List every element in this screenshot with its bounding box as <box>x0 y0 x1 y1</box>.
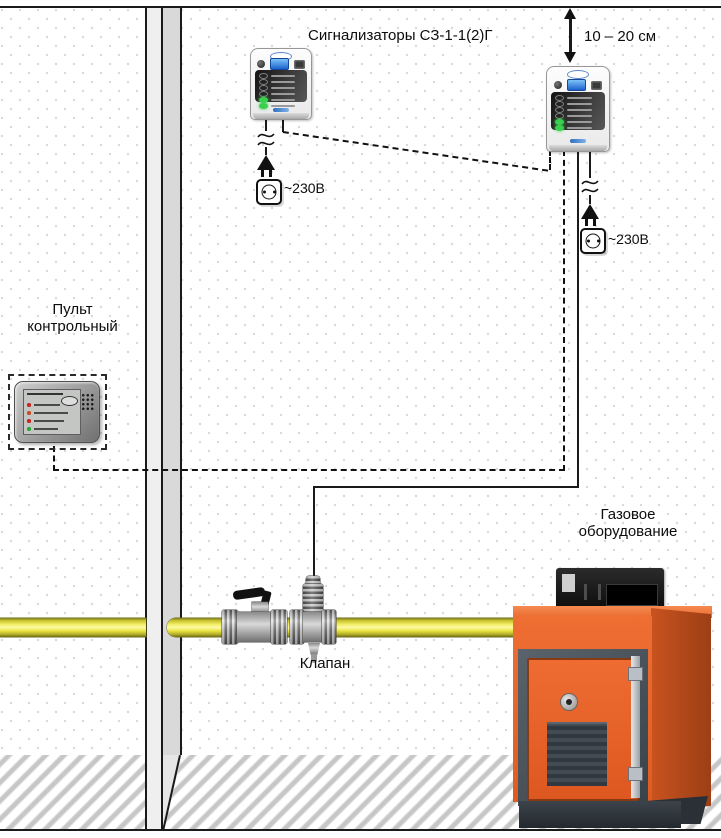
boiler-hinge-strip <box>631 656 640 798</box>
valve-wire <box>577 150 579 488</box>
control-panel-label: Пульт контрольный <box>27 301 118 335</box>
valve-body <box>303 612 324 642</box>
speaker-grille-icon <box>81 393 94 410</box>
gas-pipe-left <box>0 618 146 637</box>
boiler-side <box>651 608 711 814</box>
gas-detector-left <box>250 48 312 120</box>
led-icon <box>554 119 564 126</box>
brand-logo-icon <box>567 70 589 80</box>
socket-icon <box>580 228 606 254</box>
panel-dashed-wire <box>53 446 55 471</box>
valve-flange <box>271 610 287 644</box>
valve-control-wire <box>313 486 315 578</box>
brand-mark-icon <box>570 138 586 143</box>
gas-pipe-right <box>167 618 518 637</box>
led-icon <box>554 125 564 132</box>
led-icon <box>258 73 268 79</box>
wire <box>589 195 591 204</box>
led-icon <box>258 103 268 109</box>
wire <box>282 118 284 132</box>
button-icon <box>554 81 562 90</box>
boiler-knob <box>561 694 577 710</box>
gas-equipment-label: Газовое оборудование <box>578 506 678 540</box>
voltage-label-right: ~230В <box>608 231 649 247</box>
unit-display <box>562 574 575 592</box>
indicator-panel <box>550 92 606 132</box>
control-panel <box>14 381 100 443</box>
button-icon <box>257 60 265 69</box>
valve-flange <box>322 610 336 644</box>
wire-break-icon <box>257 133 275 146</box>
led-icon <box>258 97 268 103</box>
led-icon <box>554 107 564 114</box>
brand-mark-icon <box>273 108 289 112</box>
device-base <box>253 113 309 119</box>
valve-label: Клапан <box>299 655 351 672</box>
led-icon <box>258 85 268 91</box>
actuator-cap <box>306 576 320 585</box>
led-icon <box>258 79 268 85</box>
test-button <box>61 396 78 406</box>
ceiling-line <box>0 6 721 8</box>
led-icon <box>554 95 564 102</box>
display-icon <box>270 58 289 71</box>
control-panel-screen <box>23 389 81 435</box>
actuator-coil <box>303 584 323 612</box>
boiler-base <box>519 801 681 828</box>
led-icon <box>554 113 564 120</box>
control-panel-boundary <box>8 374 107 450</box>
device-base <box>549 145 607 151</box>
valve-body <box>237 612 273 642</box>
screen-title-line <box>27 393 63 395</box>
wall <box>145 8 182 755</box>
led-icon <box>554 101 564 108</box>
wire-break-icon <box>581 180 599 193</box>
distance-label: 10 – 20 см <box>584 28 657 45</box>
valve-wire <box>313 486 579 488</box>
valve-neck <box>252 602 268 614</box>
socket-icon <box>256 179 282 205</box>
gas-detector-right <box>546 66 610 152</box>
wire <box>265 118 267 131</box>
speaker-icon <box>591 80 602 90</box>
voltage-label-left: ~230В <box>284 180 325 196</box>
valve-flange <box>290 610 304 644</box>
panel-dashed-wire <box>563 150 565 471</box>
signalers-title: Сигнализаторы СЗ-1-1(2)Г <box>308 27 493 44</box>
valve-stem-tip <box>311 654 317 663</box>
indicator-panel <box>254 70 308 109</box>
valve-flange <box>222 610 238 644</box>
speaker-icon <box>294 59 305 69</box>
interlink-dashed-wire <box>549 150 551 170</box>
boiler-vent-grille <box>547 722 607 786</box>
display-icon <box>567 79 586 92</box>
panel-dashed-wire <box>53 469 565 471</box>
unit-panel <box>606 584 658 606</box>
led-icon <box>258 91 268 97</box>
wire <box>589 150 591 178</box>
wire <box>265 147 267 155</box>
boiler-control-unit <box>556 568 664 612</box>
valve-stem <box>308 643 320 655</box>
floor-line <box>0 829 721 831</box>
